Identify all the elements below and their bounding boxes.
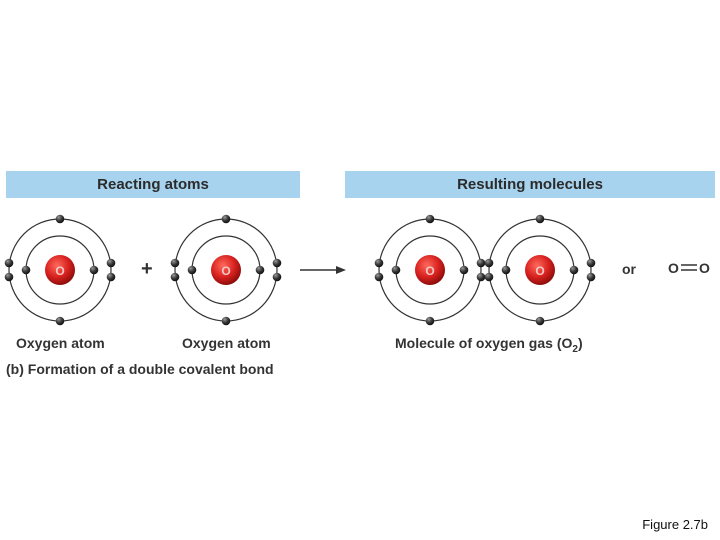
- electron: [55, 214, 65, 224]
- electron: [425, 214, 435, 224]
- resulting-molecules-header-text: Resulting molecules: [457, 176, 603, 193]
- nucleus-symbol: O: [221, 264, 230, 278]
- electron: [4, 258, 14, 268]
- nucleus: [45, 255, 75, 285]
- electron: [459, 265, 469, 275]
- electron: [21, 265, 31, 275]
- electron: [501, 265, 511, 275]
- oxygen-atom-label-2: Oxygen atom: [182, 335, 271, 351]
- electron: [484, 258, 494, 268]
- oxygen-atom-label-1: Oxygen atom: [16, 335, 105, 351]
- electron: [272, 258, 282, 268]
- electron: [535, 214, 545, 224]
- electron: [106, 272, 116, 282]
- electron: [4, 272, 14, 282]
- molecule-atom-left: O: [374, 214, 486, 326]
- reacting-atoms-header: Reacting atoms: [6, 171, 300, 198]
- electron: [391, 265, 401, 275]
- electron: [221, 214, 231, 224]
- electron: [106, 258, 116, 268]
- electron: [170, 258, 180, 268]
- molecule-label-subscript: 2: [572, 343, 578, 355]
- nucleus-symbol: O: [55, 264, 64, 278]
- electron: [272, 272, 282, 282]
- electron: [476, 258, 486, 268]
- molecule-label: Molecule of oxygen gas (O2): [395, 335, 583, 355]
- resulting-molecules-header: Resulting molecules: [345, 171, 715, 198]
- electron: [586, 258, 596, 268]
- molecule-label-suffix: ): [577, 335, 583, 351]
- electron: [425, 316, 435, 326]
- electron: [221, 316, 231, 326]
- electron: [187, 265, 197, 275]
- oxygen-atom-2: O: [170, 214, 282, 326]
- molecule-atom-right: O: [484, 214, 596, 326]
- reacting-atoms-header-text: Reacting atoms: [97, 176, 209, 193]
- nucleus-symbol: O: [535, 264, 544, 278]
- electron: [484, 272, 494, 282]
- figure-number: Figure 2.7b: [642, 517, 708, 532]
- electron: [374, 272, 384, 282]
- structural-formula: O O: [668, 260, 710, 276]
- diagram-canvas: O O O O + or O O: [4, 214, 710, 326]
- electron: [476, 272, 486, 282]
- molecule-label-prefix: Molecule of oxygen gas (O: [395, 335, 573, 351]
- electron: [374, 258, 384, 268]
- electron: [55, 316, 65, 326]
- nucleus: [525, 255, 555, 285]
- figure-caption: (b) Formation of a double covalent bond: [6, 361, 274, 377]
- nucleus-symbol: O: [425, 264, 434, 278]
- electron: [170, 272, 180, 282]
- or-label: or: [622, 261, 637, 277]
- formula-right-o: O: [699, 260, 710, 276]
- electron: [535, 316, 545, 326]
- nucleus: [211, 255, 241, 285]
- oxygen-atom-1: O: [4, 214, 116, 326]
- reaction-arrow: [300, 266, 346, 274]
- plus-sign: +: [141, 258, 153, 280]
- electron: [586, 272, 596, 282]
- electron: [255, 265, 265, 275]
- electron: [569, 265, 579, 275]
- nucleus: [415, 255, 445, 285]
- formula-left-o: O: [668, 260, 679, 276]
- electron: [89, 265, 99, 275]
